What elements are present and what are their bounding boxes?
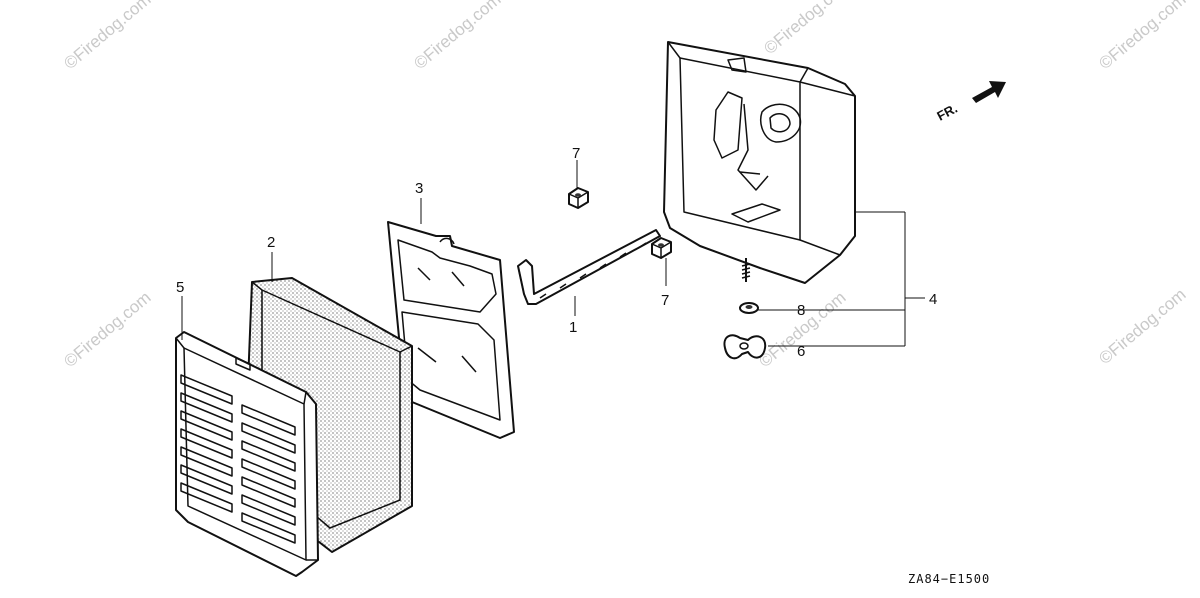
stud-bolt [517, 229, 661, 305]
gasket [387, 221, 515, 439]
watermark-text: ©Firedog.com [60, 0, 154, 73]
callout-part-8: 8 [797, 302, 805, 319]
louvered-cover [175, 331, 319, 577]
front-direction-label: FR. [934, 101, 960, 124]
watermarks: ©Firedog.com ©Firedog.com ©Firedog.com ©… [60, 0, 1189, 371]
callout-part-6: 6 [797, 343, 805, 360]
flange-nut [651, 237, 672, 259]
callout-part-1: 1 [569, 319, 577, 336]
air-cleaner-case [663, 41, 856, 284]
callout-part-5: 5 [176, 279, 184, 296]
callout-part-2: 2 [267, 234, 275, 251]
front-arrow-icon [972, 81, 1006, 103]
front-direction-indicator: FR. [934, 81, 1006, 124]
watermark-text: ©Firedog.com [1095, 285, 1189, 368]
callout-part-7-top: 7 [572, 145, 580, 162]
leader-lines [181, 160, 667, 340]
callout-part-3: 3 [415, 180, 423, 197]
diagram-code: ZA84−E1500 [908, 572, 990, 586]
washer-hole [745, 305, 753, 309]
watermark-text: ©Firedog.com [410, 0, 504, 73]
callout-part-4: 4 [929, 291, 937, 308]
callout-part-7-bottom: 7 [661, 292, 669, 309]
watermark-text: ©Firedog.com [760, 0, 854, 58]
flange-nut [568, 187, 589, 209]
wing-nut [723, 334, 767, 360]
watermark-text: ©Firedog.com [60, 288, 154, 371]
part-4-bracket [758, 211, 925, 347]
watermark-text: ©Firedog.com [1095, 0, 1189, 73]
